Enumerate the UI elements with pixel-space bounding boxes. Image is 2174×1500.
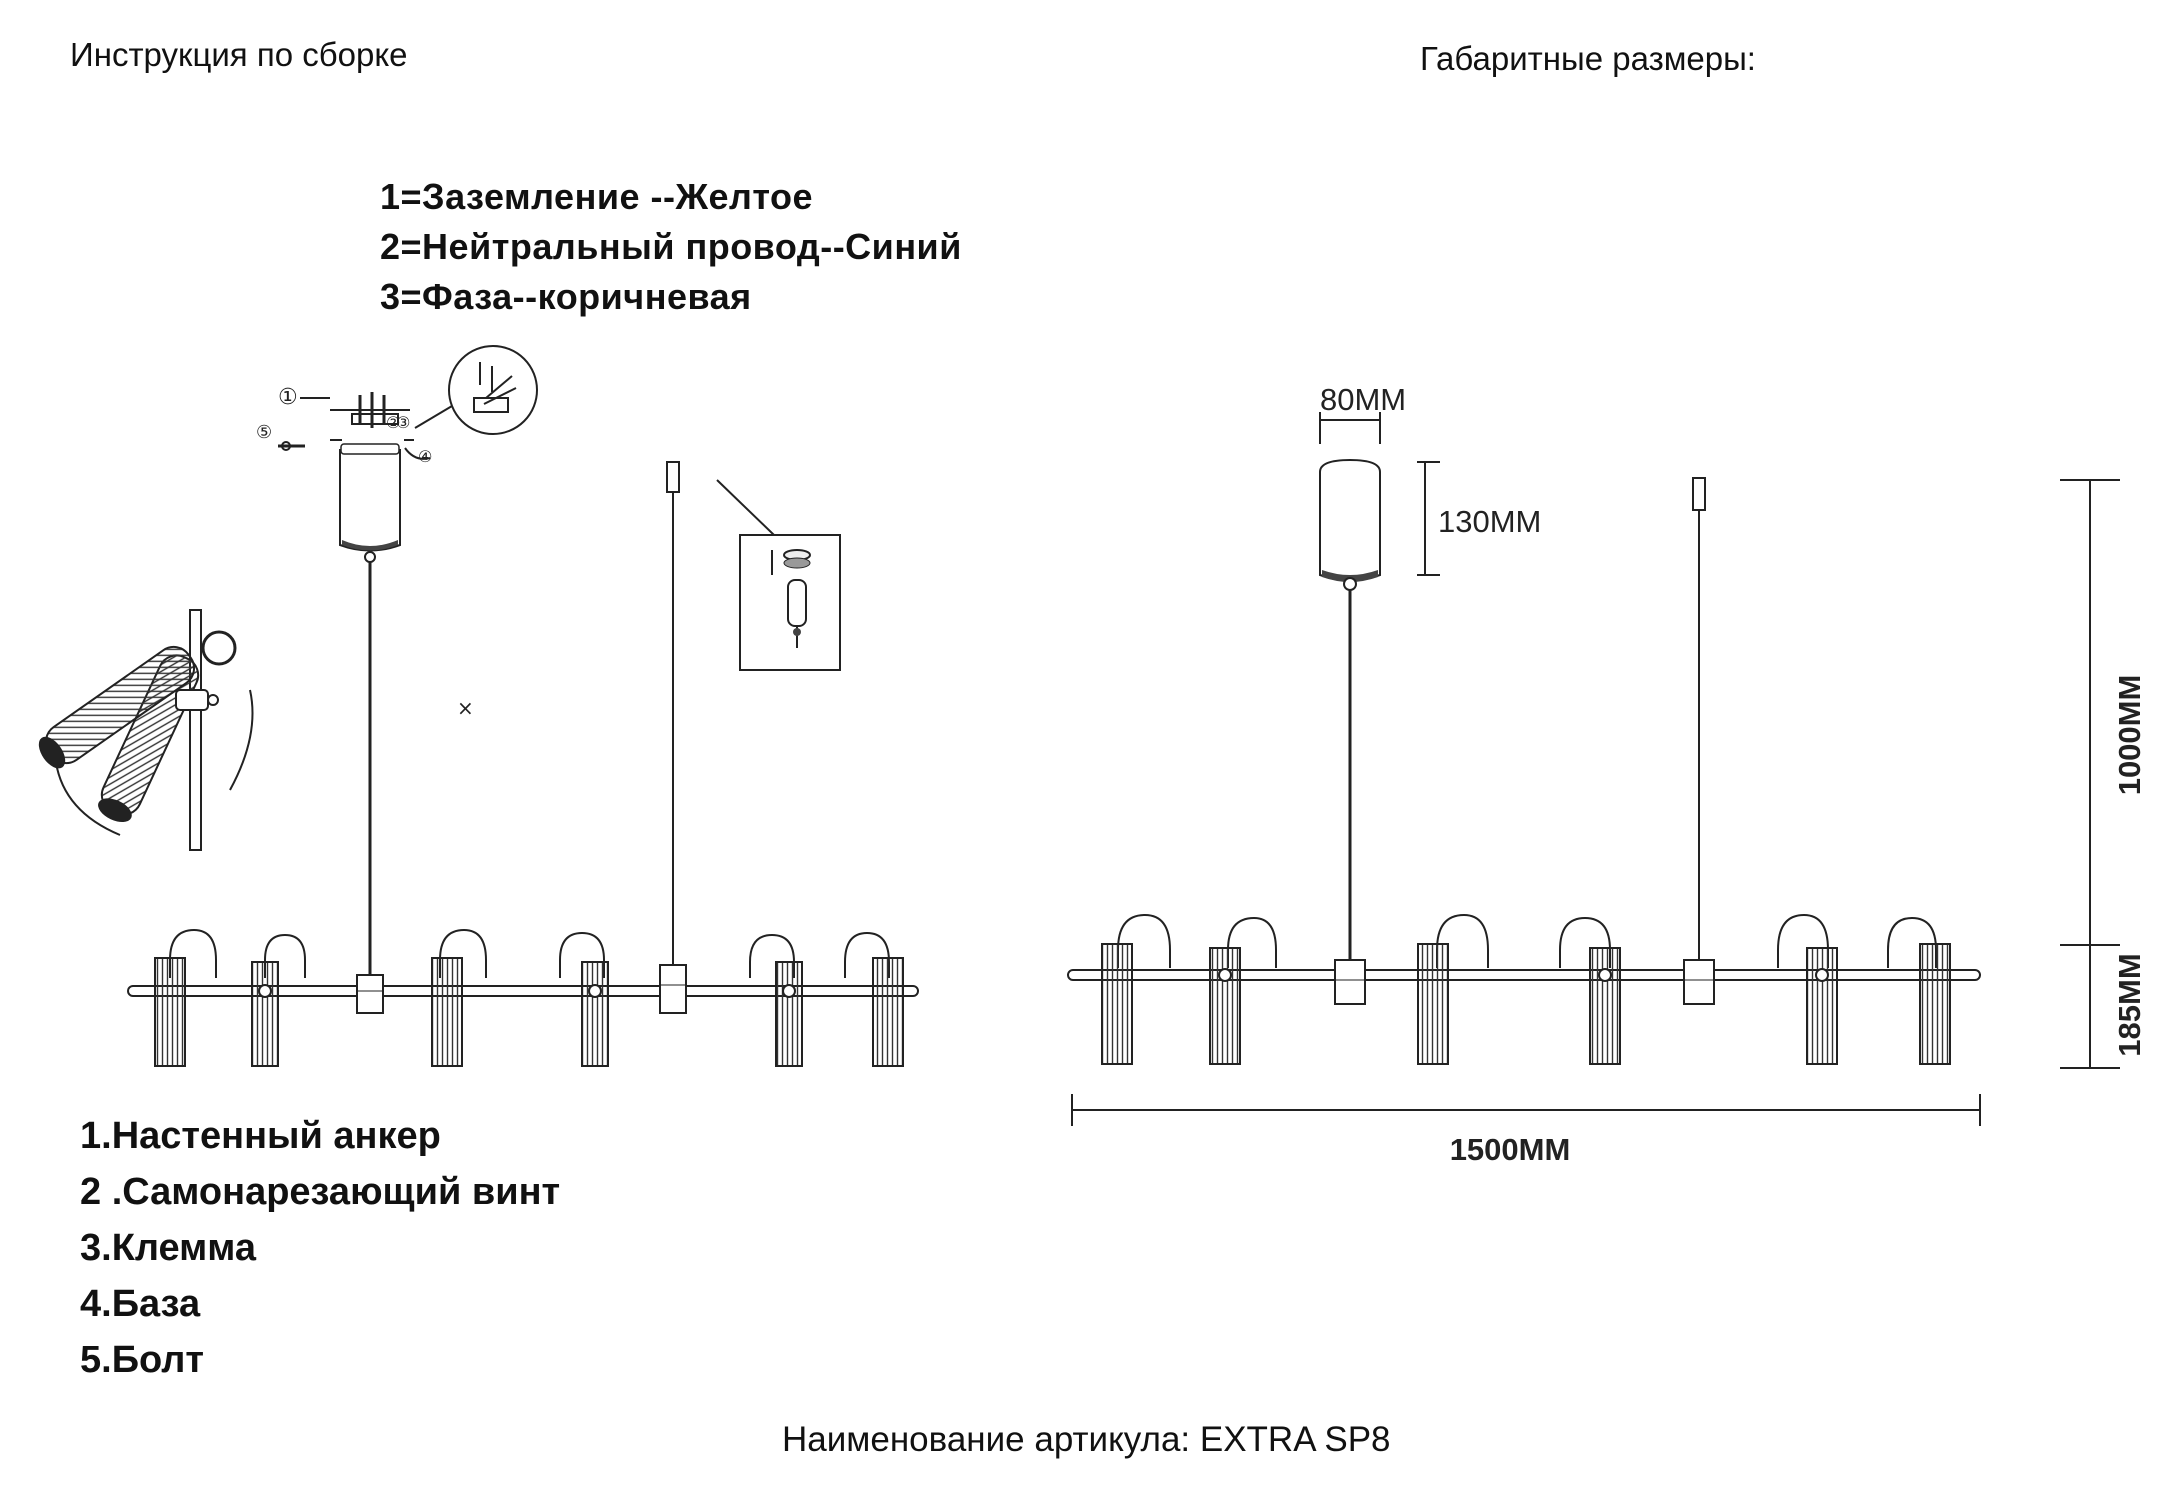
wiring-ground-label: 1=Заземление --Желтое — [380, 176, 814, 217]
part-self-tapping-screw: 2 .Самонарезающий винт — [80, 1171, 561, 1213]
callout-2: ② — [386, 413, 400, 432]
dim-canopy-height: 130MM — [1438, 504, 1541, 539]
assembly-drawing: ① ② ③ ⑤ ④ — [38, 345, 919, 1067]
callout-1: ① — [278, 385, 298, 410]
part-bolt: 5.Болт — [80, 1339, 205, 1381]
callout-4: ④ — [418, 447, 432, 466]
callout-3: ③ — [396, 413, 410, 432]
mounting-detail: ① ② ③ ⑤ ④ — [256, 345, 538, 466]
stray-mark: × — [457, 696, 474, 720]
callout-5: ⑤ — [256, 422, 272, 443]
wiring-neutral-label: 2=Нейтральный провод--Синий — [380, 226, 962, 267]
part-terminal: 3.Клемма — [80, 1227, 257, 1269]
wiring-phase-label: 3=Фаза--коричневая — [380, 276, 752, 317]
dim-total-length: 1500MM — [1450, 1132, 1571, 1167]
rotation-detail — [38, 609, 254, 851]
dimensions-drawing: 80MM 130MM — [1067, 382, 2147, 1167]
part-wall-anchor: 1.Настенный анкер — [80, 1115, 441, 1157]
fixture-bar-left — [127, 928, 919, 1067]
part-base: 4.База — [80, 1283, 201, 1325]
hook-detail-box — [739, 534, 841, 671]
dim-canopy-width: 80MM — [1320, 382, 1406, 417]
ceiling-canopy — [339, 443, 401, 563]
dim-fixture-bar — [1067, 913, 1981, 1065]
assembly-instructions-title: Инструкция по сборке — [70, 36, 408, 73]
dim-fixture-height: 185MM — [2112, 953, 2147, 1056]
dim-suspension-length: 1000MM — [2112, 675, 2147, 796]
overall-dimensions-title: Габаритные размеры: — [1420, 40, 1756, 77]
dim-canopy — [1319, 458, 1381, 591]
article-name: Наименование артикула: EXTRA SP8 — [782, 1420, 1391, 1459]
ceiling-hook — [666, 461, 680, 493]
